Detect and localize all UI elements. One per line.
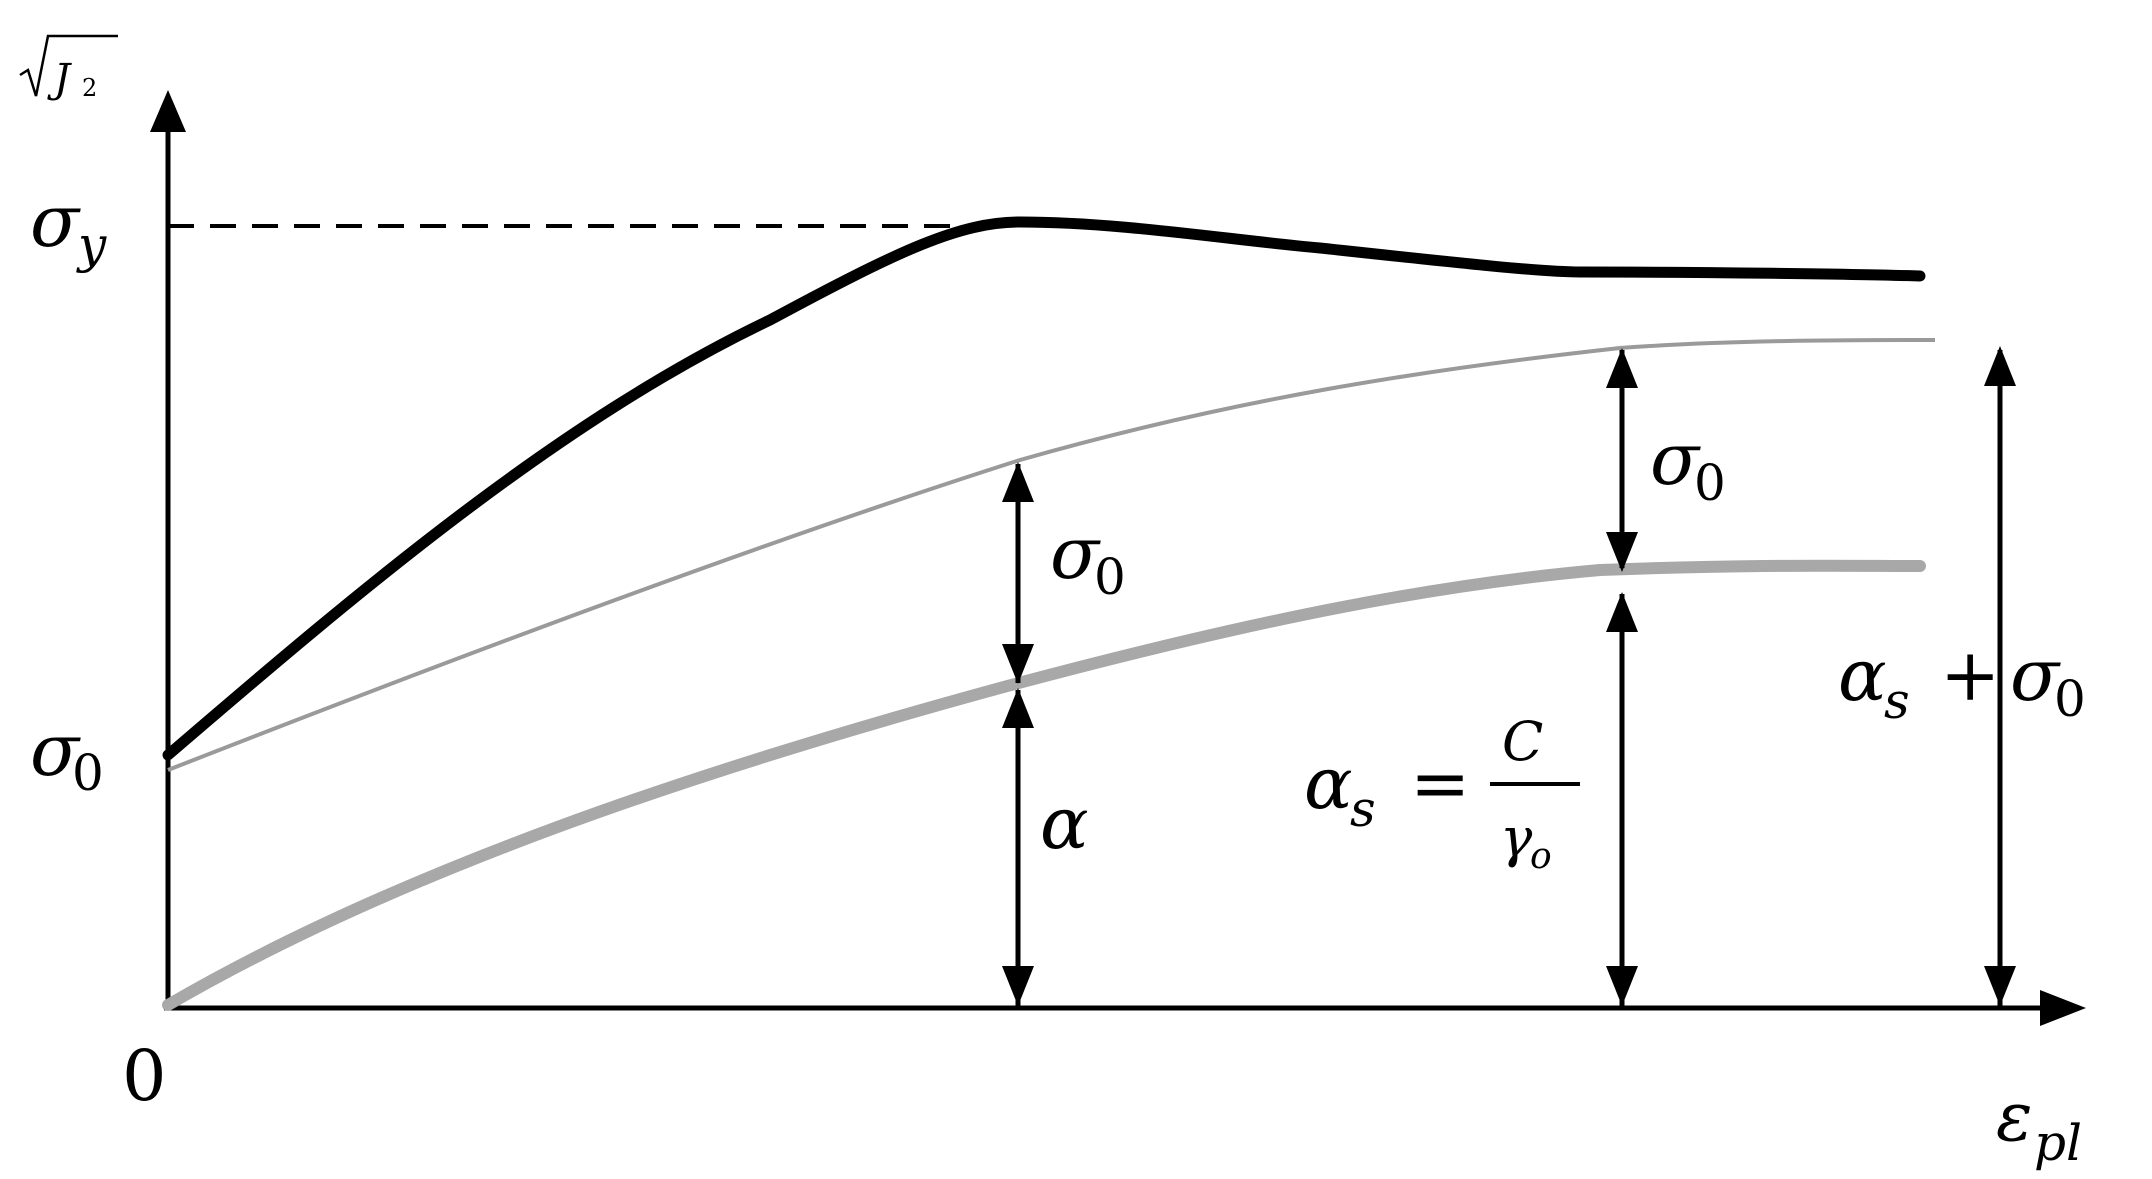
- sum-alpha-sub: s: [1884, 672, 1910, 730]
- sigma-0-tick-label: σ 0: [30, 708, 104, 802]
- equals-sign: =: [1410, 741, 1470, 825]
- sum-bottom-arrowhead: [1984, 966, 2016, 1006]
- sum-label: α s + σ 0: [1838, 633, 2086, 730]
- y-axis-sub: 2: [82, 74, 97, 102]
- mid-sigma0-label: σ 0: [1050, 511, 1126, 606]
- sigma-y-sub: y: [76, 216, 107, 274]
- x-axis-var: ε: [1996, 1078, 2033, 1157]
- sigma-0-sub: 0: [72, 744, 104, 802]
- sigma-y-base: σ: [30, 179, 81, 263]
- sum-alpha-base: α: [1838, 633, 1887, 717]
- x-axis-sub: pl: [2034, 1114, 2082, 1172]
- alpha-s-bottom-arrowhead: [1606, 966, 1638, 1006]
- y-axis-arrowhead: [150, 90, 186, 132]
- alpha-s-base: α: [1304, 741, 1353, 825]
- mid-alpha-label: α: [1040, 781, 1089, 865]
- mid-sigma0-bottom-arrowhead: [1002, 644, 1034, 684]
- mid-alpha-bottom-arrowhead: [1002, 966, 1034, 1006]
- right-sigma0-sub: 0: [1694, 454, 1726, 512]
- total-stress-curve: [162, 216, 1926, 761]
- origin-label: 0: [122, 1035, 167, 1117]
- alpha-s-sub: s: [1350, 780, 1376, 838]
- x-axis-arrowhead: [2040, 990, 2086, 1026]
- right-sigma0-bottom-arrowhead: [1606, 532, 1638, 572]
- right-sigma0-top-arrowhead: [1606, 348, 1638, 388]
- y-axis-var: J: [47, 56, 72, 102]
- sigma-y-tick-label: σ y: [30, 179, 107, 274]
- right-sigma0-label: σ 0: [1650, 417, 1726, 512]
- sum-top-arrowhead: [1984, 346, 2016, 386]
- plus-sign: +: [1940, 633, 2000, 717]
- right-sigma0-base: σ: [1650, 417, 1701, 501]
- arrowheads: [1002, 346, 2016, 1006]
- sigma-0-base: σ: [30, 708, 81, 792]
- y-axis-label: J 2: [19, 34, 118, 102]
- mid-sigma0-base: σ: [1050, 511, 1101, 595]
- sqrt-sign-icon: [19, 34, 118, 97]
- mid-sigma0-top-arrowhead: [1002, 462, 1034, 502]
- alpha-s-top-arrowhead: [1606, 592, 1638, 632]
- fraction-denominator-sub: o: [1530, 836, 1552, 877]
- fraction-denominator-base: γ: [1500, 806, 1533, 869]
- mid-sigma0-sub: 0: [1094, 548, 1126, 606]
- x-axis-label: ε pl: [1996, 1078, 2082, 1172]
- sum-sigma-sub: 0: [2054, 670, 2086, 728]
- sum-sigma-base: σ: [2010, 633, 2061, 717]
- fraction-numerator: C: [1502, 710, 1543, 773]
- upper-curve: [167, 338, 1936, 772]
- alpha-s-equation: α s = C γ o: [1304, 710, 1580, 877]
- mid-alpha-top-arrowhead: [1002, 688, 1034, 728]
- backstress-curve: [162, 559, 1926, 1011]
